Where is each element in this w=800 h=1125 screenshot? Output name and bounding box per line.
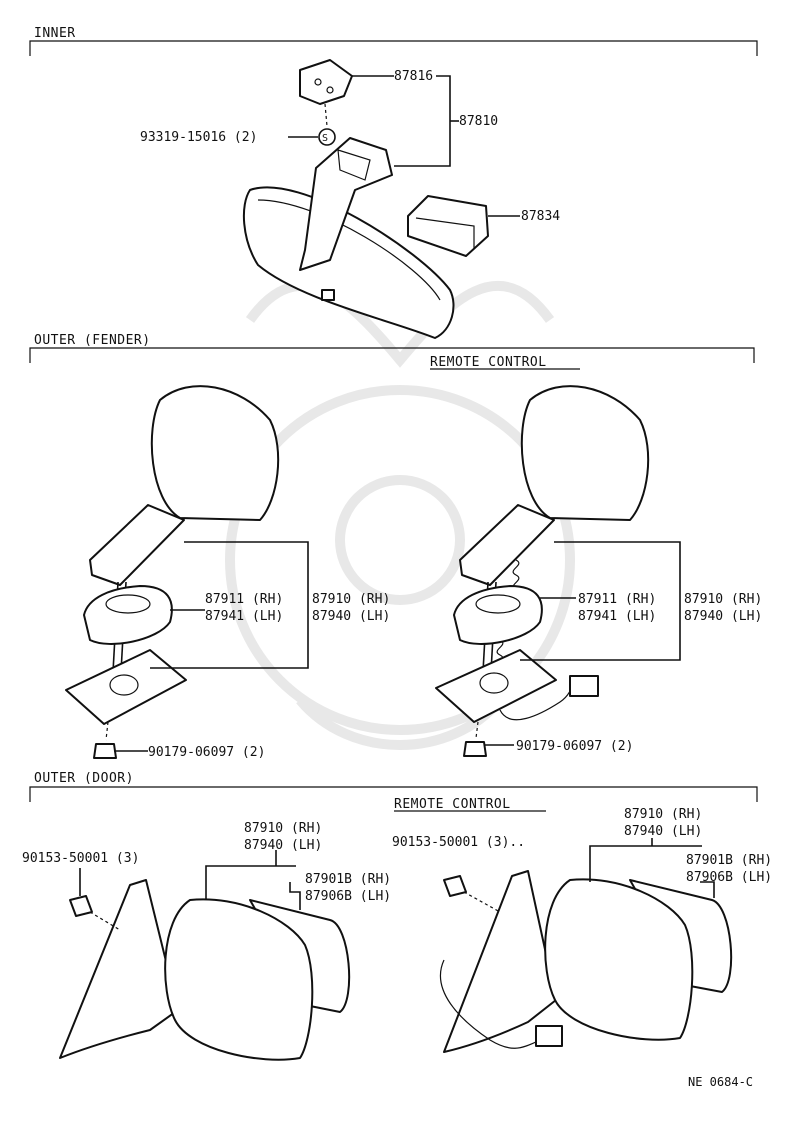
fender-mirror-left	[65, 385, 280, 759]
fender-mirror-arm	[459, 504, 555, 586]
fender-mirror-arm	[89, 504, 185, 586]
fender-plate-hole	[109, 674, 139, 696]
label-87940-lh: 87940 (LH)	[624, 824, 702, 839]
label-93319: 93319-15016 (2)	[140, 130, 257, 145]
label-87910-rh: 87910 (RH)	[244, 821, 322, 836]
assembly-dashline	[105, 721, 109, 741]
label-87940-lh: 87940 (LH)	[684, 609, 762, 624]
assembly-dashline	[475, 721, 479, 739]
screw-mark-s: S	[322, 133, 328, 144]
label-87910-rh: 87910 (RH)	[684, 592, 762, 607]
label-87940-lh: 87940 (LH)	[244, 838, 322, 853]
bracket-87910	[205, 865, 296, 900]
label-90153: 90153-50001 (3)	[22, 851, 139, 866]
outer-fender-section: OUTER (FENDER) REMOTE CONTROL 87911 (RH)…	[29, 333, 762, 760]
stay-socket	[337, 149, 371, 181]
bracket-plate	[299, 59, 353, 105]
door-mirror-right	[439, 870, 733, 1053]
fender-mirror-head	[150, 385, 280, 521]
fender-nut	[463, 741, 487, 757]
assembly-dashline	[463, 891, 501, 913]
fender-mount-plate	[65, 649, 187, 725]
label-87906b-lh: 87906B (LH)	[686, 870, 772, 885]
door-screw	[443, 875, 467, 897]
label-87901b-rh: 87901B (RH)	[305, 872, 391, 887]
outer-door-section: OUTER (DOOR) REMOTE CONTROL 90153-50001 …	[22, 771, 772, 1061]
fender-mount-plate	[435, 649, 557, 723]
inner-section: INNER S 87816 87810 93319-15016 (2) 8783…	[29, 26, 758, 339]
door-mirror-triangle	[59, 879, 179, 1059]
mirror-cover-edge	[415, 217, 475, 248]
bracket-hole	[326, 86, 334, 94]
label-87941-lh: 87941 (LH)	[578, 609, 656, 624]
door-mirror-triangle	[443, 870, 557, 1053]
section-bracket-outer-fender	[29, 347, 755, 363]
mirror-cover	[407, 195, 489, 257]
section-bracket-inner	[29, 40, 758, 56]
leader-87901b	[289, 882, 301, 910]
label-87910-rh: 87910 (RH)	[312, 592, 390, 607]
bracket-87810	[394, 75, 451, 167]
inner-mirror-edge	[257, 199, 441, 301]
remote-connector	[569, 675, 599, 697]
label-87941-lh: 87941 (LH)	[205, 609, 283, 624]
bracket-87910	[589, 845, 702, 882]
door-mirror-housing	[164, 898, 314, 1061]
section-title-outer-fender: OUTER (FENDER)	[34, 333, 151, 348]
assembly-dashline	[324, 103, 328, 127]
mirror-stay	[299, 137, 393, 271]
label-90179: 90179-06097 (2)	[516, 739, 633, 754]
label-87940-lh: 87940 (LH)	[312, 609, 390, 624]
bracket-87910	[150, 541, 309, 669]
label-90153: 90153-50001 (3)..	[392, 835, 525, 850]
section-title-inner: INNER	[34, 26, 76, 41]
diagram-code: NE 0684-C	[688, 1075, 753, 1089]
label-90179: 90179-06097 (2)	[148, 745, 265, 760]
bracket-hole	[314, 78, 322, 86]
label-87910-rh: 87910 (RH)	[624, 807, 702, 822]
door-mirror-left	[59, 879, 351, 1061]
screw-symbol	[318, 128, 336, 146]
inner-mirror	[242, 186, 455, 339]
remote-wire	[439, 959, 541, 1049]
label-87906b-lh: 87906B (LH)	[305, 889, 391, 904]
label-87901b-rh: 87901B (RH)	[686, 853, 772, 868]
section-subtitle-remote-control: REMOTE CONTROL	[430, 355, 547, 370]
door-mirror-housing	[544, 878, 694, 1041]
stay-foot	[321, 289, 335, 301]
fender-nut	[93, 743, 117, 759]
fender-plate-hole	[479, 672, 509, 694]
label-87810: 87810	[459, 114, 498, 129]
bracket-87910	[520, 541, 681, 661]
fender-mirror-right	[435, 385, 650, 757]
fender-mirror-head	[520, 385, 650, 521]
fender-mirror-base	[453, 585, 543, 645]
label-87834: 87834	[521, 209, 560, 224]
section-title-outer-door: OUTER (DOOR)	[34, 771, 134, 786]
fender-mirror-base	[83, 585, 173, 645]
section-subtitle-remote-control: REMOTE CONTROL	[394, 797, 511, 812]
fender-base-socket	[475, 594, 521, 614]
door-screw	[69, 895, 93, 917]
remote-connector	[535, 1025, 563, 1047]
fender-base-socket	[105, 594, 151, 614]
leader-87901b	[700, 881, 715, 898]
label-87911-rh: 87911 (RH)	[205, 592, 283, 607]
label-87911-rh: 87911 (RH)	[578, 592, 656, 607]
section-bracket-outer-door	[29, 786, 758, 802]
label-87816: 87816	[394, 69, 433, 84]
